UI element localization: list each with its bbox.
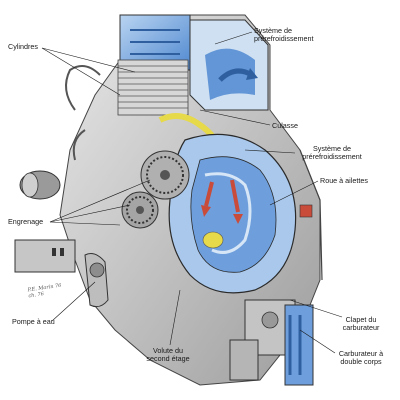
label-volute-line2: second étage xyxy=(146,354,190,364)
label-cylinders: Cylindres xyxy=(8,42,38,51)
left-accessories xyxy=(14,65,109,308)
label-precooling-top-line2: prérefroidissement xyxy=(254,34,314,44)
impeller-housing xyxy=(168,133,297,294)
gear-train xyxy=(121,150,190,229)
carburettor xyxy=(229,299,314,386)
label-precooling-mid: Système de prérefroidissement xyxy=(292,144,372,162)
label-clapet-line1: Clapet du xyxy=(345,315,377,324)
label-precooling-top: Système de prérefroidissement xyxy=(254,26,314,44)
red-fitting xyxy=(299,204,313,218)
label-precooling-top-line1: Système de xyxy=(254,26,292,35)
label-cylinder-head: Culasse xyxy=(272,121,298,130)
label-volute-line1: Volute du xyxy=(153,346,183,355)
label-precooling-mid-line1: Système de xyxy=(313,144,351,153)
label-precooling-mid-line2: prérefroidissement xyxy=(302,152,362,162)
label-carbu-line1: Carburateur à xyxy=(338,349,384,358)
label-water-pump: Pompe à eau xyxy=(12,317,55,326)
cylinder-fins xyxy=(117,59,189,116)
label-carbu-line2: double corps xyxy=(340,357,382,367)
label-impeller: Roue à ailettes xyxy=(320,176,368,185)
leader-lines xyxy=(41,31,343,354)
label-carburettor-valve: Clapet du carburateur xyxy=(333,315,389,333)
label-twin-carburettor: Carburateur à double corps xyxy=(330,349,392,367)
label-second-stage-volute: Volute du second étage xyxy=(138,346,198,364)
right-frame xyxy=(299,149,323,281)
label-gearing: Engrenage xyxy=(8,217,44,226)
label-clapet-line2: carburateur xyxy=(342,323,380,333)
